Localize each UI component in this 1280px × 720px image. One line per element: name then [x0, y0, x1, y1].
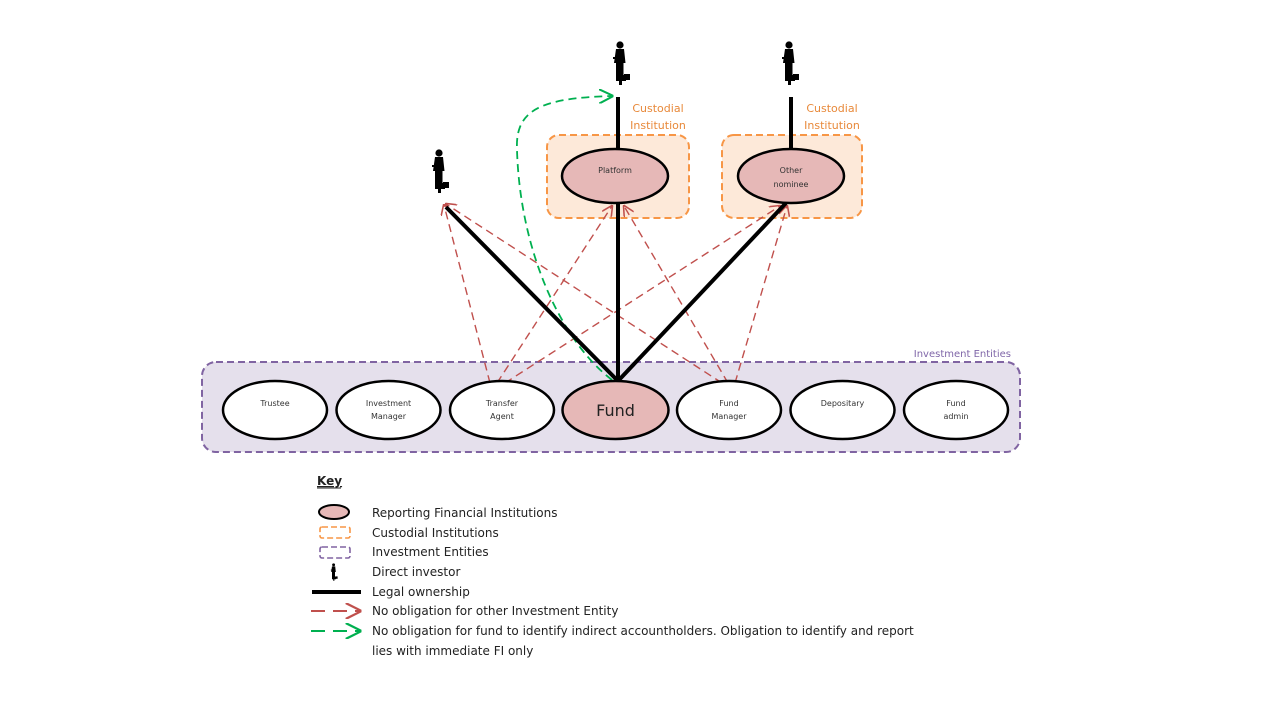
node-other-nominee: Other nominee [736, 147, 846, 205]
edge-transfer-agent-to-platform [496, 206, 612, 384]
direct-investor-icon [432, 149, 449, 193]
node-other-nominee-label-2: nominee [774, 180, 809, 189]
custodial-label-line1: Custodial [806, 102, 857, 115]
platform-investor-icon [613, 41, 630, 85]
legend-reporting-fi-label: Reporting Financial Institutions [372, 506, 558, 520]
node-fund-manager-label: Manager [711, 412, 747, 421]
node-trustee-label: Trustee [259, 399, 289, 408]
node-fund-manager-label: Fund [719, 399, 738, 408]
node-trustee: Trustee [221, 379, 329, 441]
legend: Key Reporting Financial Institutions Cus… [311, 474, 914, 658]
node-platform-label: Platform [598, 166, 632, 175]
node-depositary: Depositary [789, 379, 896, 441]
legend-investment-symbol [319, 546, 351, 559]
node-fund: Fund [561, 379, 670, 441]
node-fund-manager-ellipse [675, 379, 783, 441]
edge-fund-to-direct-investor [444, 205, 620, 383]
edge-fund-manager-to-platform [624, 206, 729, 384]
node-fund-label: Fund [596, 401, 635, 420]
node-fund-admin-label: admin [943, 412, 968, 421]
node-other-nominee-label-1: Other [780, 166, 803, 175]
edge-fund-to-other-nominee [616, 201, 788, 383]
legend-red-arrow-label: No obligation for other Investment Entit… [372, 604, 618, 618]
node-platform: Platform [560, 147, 670, 205]
node-fund-admin: Fund admin [902, 379, 1010, 441]
legend-green-arrow-label: No obligation for fund to identify indir… [372, 624, 914, 638]
legend-legal-label: Legal ownership [372, 585, 470, 599]
red-dashed-edges [444, 204, 787, 384]
edge-fund-manager-to-direct-investor [446, 204, 723, 384]
node-fund-ellipse [561, 379, 670, 441]
legend-title: Key [317, 474, 342, 488]
node-investment-manager-ellipse [335, 379, 442, 441]
edge-transfer-agent-to-direct-investor [444, 205, 491, 384]
legend-custodial-symbol [319, 526, 351, 539]
investment-entities-label: Investment Entities [914, 349, 1011, 360]
legend-investment-label: Investment Entities [372, 545, 489, 559]
legal-ownership-edges [444, 97, 793, 383]
node-investment-manager-label: Investment [366, 399, 411, 408]
legend-investor-icon [330, 563, 338, 581]
node-transfer-agent-label: Transfer [485, 399, 519, 408]
custodial-label-line2: Institution [804, 119, 860, 132]
node-transfer-agent-label: Agent [490, 412, 514, 421]
node-depositary-ellipse [789, 379, 896, 441]
legend-reporting-fi-symbol [318, 504, 350, 520]
node-fund-admin-label: Fund [946, 399, 965, 408]
node-fund-admin-ellipse [902, 379, 1010, 441]
custodial-label-line2: Institution [630, 119, 686, 132]
edge-transfer-agent-to-other-nominee [504, 206, 780, 384]
nominee-investor-icon [782, 41, 799, 85]
legend-custodial-label: Custodial Institutions [372, 526, 499, 540]
custodial-label-line1: Custodial [632, 102, 683, 115]
node-depositary-label: Depositary [821, 399, 865, 408]
node-trustee-ellipse [221, 379, 329, 441]
legend-investor-label: Direct investor [372, 565, 460, 579]
edge-fund-manager-to-other-nominee [734, 206, 787, 384]
node-transfer-agent-ellipse [448, 379, 556, 441]
node-investment-manager-label: Manager [371, 412, 407, 421]
legend-green-arrow-label-2: lies with immediate FI only [372, 644, 533, 658]
